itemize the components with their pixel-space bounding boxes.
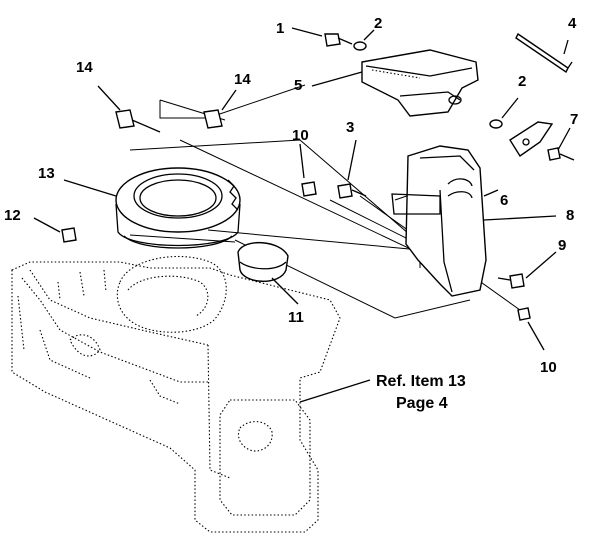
callout-12: 12	[4, 207, 21, 224]
callout-7: 7	[570, 111, 578, 128]
nut-part-7	[547, 147, 575, 161]
plate-part-6	[509, 121, 554, 157]
callout-4: 4	[568, 15, 577, 32]
reference-housing-outline	[11, 256, 341, 533]
nut-part-10-upper	[301, 181, 317, 197]
callout-14-left: 14	[76, 59, 93, 76]
washer-part-2	[353, 41, 367, 51]
bracket-part-5	[361, 49, 479, 117]
shim-part-11	[237, 241, 289, 282]
callout-leaders	[33, 27, 571, 403]
callout-10-upper: 10	[292, 127, 309, 144]
reference-note: Ref. Item 13 Page 4	[376, 373, 466, 412]
callout-13: 13	[38, 165, 55, 182]
chute-ring-part-13	[115, 167, 241, 249]
callout-1: 1	[276, 20, 284, 37]
callout-11: 11	[288, 309, 304, 326]
reference-line-2: Page 4	[396, 395, 448, 412]
callout-10-lower: 10	[540, 359, 557, 376]
screw-part-12	[61, 227, 77, 243]
spring-rod-part-4	[515, 32, 573, 74]
callout-5: 5	[294, 77, 302, 94]
chute-housing-part-8	[391, 145, 487, 297]
callout-2-top: 2	[374, 15, 382, 32]
callout-8: 8	[566, 207, 574, 224]
bolt-part-9	[497, 273, 525, 289]
callout-2-lower: 2	[518, 73, 526, 90]
bolt-part-3	[337, 183, 367, 199]
screw-part-14-left	[115, 109, 161, 133]
callout-9: 9	[558, 237, 566, 254]
callout-labels: 1 2 4 5 2 7 3 10 6 8 9 10 11 12 13 14 14	[4, 15, 578, 376]
callout-14-right: 14	[234, 71, 251, 88]
screw-part-14-right	[203, 109, 223, 129]
washer-part-2-lower	[489, 119, 503, 129]
reference-line-1: Ref. Item 13	[376, 373, 466, 390]
callout-6: 6	[500, 192, 508, 209]
nut-part-10-lower	[517, 307, 531, 321]
callout-3: 3	[346, 119, 354, 136]
screw-part-1	[324, 33, 353, 47]
